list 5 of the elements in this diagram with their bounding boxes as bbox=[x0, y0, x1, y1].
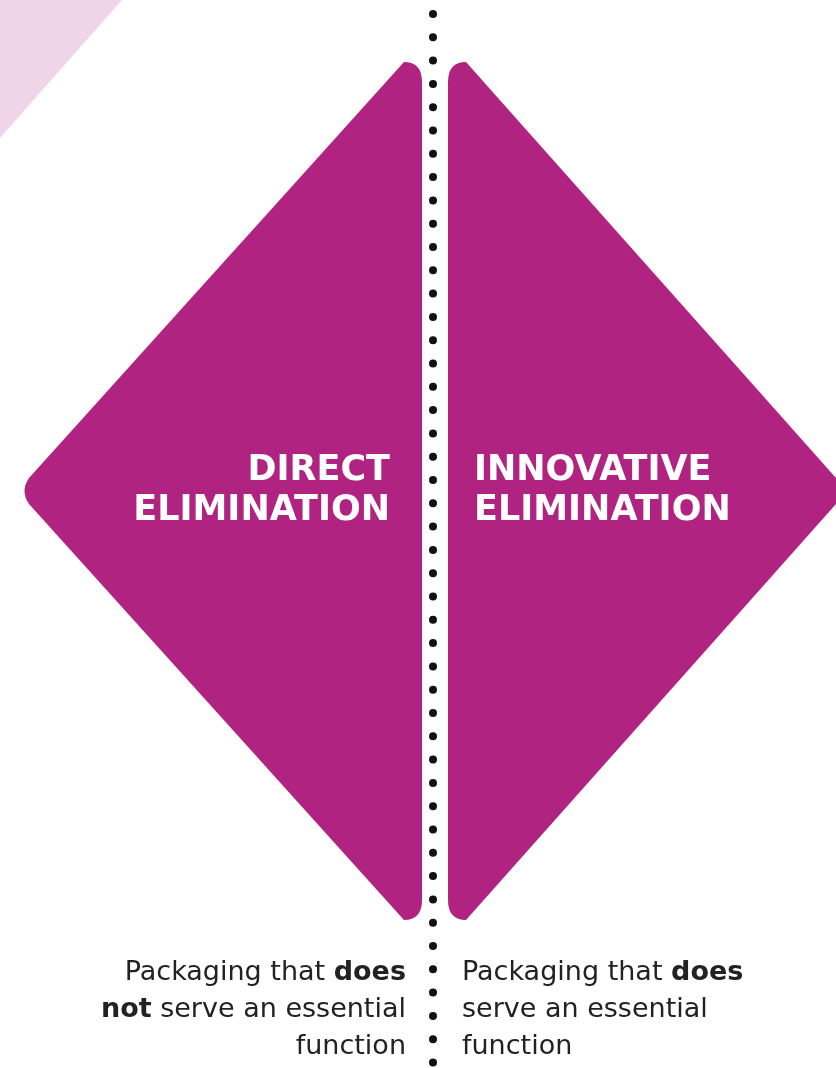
half-diamond-shape bbox=[446, 62, 836, 920]
shape-title: DIRECT ELIMINATION bbox=[132, 448, 390, 528]
description-text: Packaging that does not serve an essential function bbox=[99, 954, 406, 1062]
description-text: Packaging that does serve an essential function bbox=[462, 954, 745, 1062]
shape-title: INNOVATIVE ELIMINATION bbox=[474, 448, 732, 528]
